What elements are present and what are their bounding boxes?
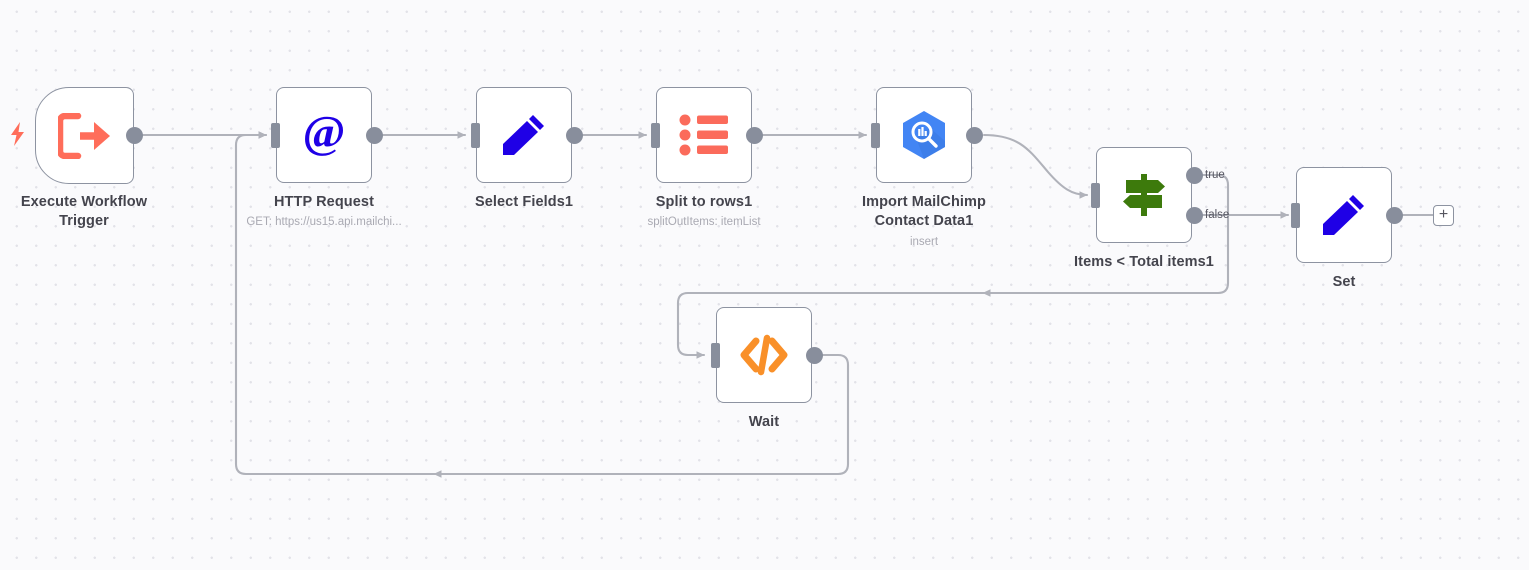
node-split-to-rows1[interactable] (656, 87, 752, 183)
signpost-icon (1097, 148, 1191, 242)
port-out-split-to-rows1[interactable] (746, 127, 763, 144)
door-exit-arrow-icon (36, 88, 133, 183)
pencil-icon (477, 88, 571, 182)
port-in-select-fields1[interactable] (471, 123, 480, 148)
lightning-bolt-icon (10, 122, 26, 150)
port-in-import-mailchimp-contact-data1[interactable] (871, 123, 880, 148)
node-import-mailchimp-contact-data1[interactable] (876, 87, 972, 183)
node-execute-workflow-trigger[interactable] (35, 87, 134, 184)
node-items-less-than-total-items1[interactable] (1096, 147, 1192, 243)
node-label-http-request: HTTP Request (273, 194, 375, 210)
node-label-set: Set (1332, 274, 1356, 290)
node-label-import-mailchimp-contact-data1: Import MailChimp Contact Data1 (861, 194, 987, 229)
port-out-execute-workflow-trigger[interactable] (126, 127, 143, 144)
node-set[interactable] (1296, 167, 1392, 263)
node-http-request[interactable]: @ (276, 87, 372, 183)
lightning-bolt-glyph (11, 122, 24, 146)
code-brackets-icon (717, 308, 811, 402)
node-wait[interactable] (716, 307, 812, 403)
port-out-wait[interactable] (806, 347, 823, 364)
node-label-select-fields1: Select Fields1 (474, 194, 574, 210)
port-out-set[interactable] (1386, 207, 1403, 224)
port-out-import-mailchimp-contact-data1[interactable] (966, 127, 983, 144)
port-in-items-less-than-total-items1[interactable] (1091, 183, 1100, 208)
port-tag-false: false (1205, 209, 1230, 221)
node-subtitle-split-to-rows1: splitOutItems: itemList (647, 216, 761, 228)
port-in-http-request[interactable] (271, 123, 280, 148)
add-node-button[interactable]: + (1433, 205, 1454, 226)
svg-text:@: @ (303, 109, 346, 157)
port-in-set[interactable] (1291, 203, 1300, 228)
port-out-true-items-less-than-total-items1[interactable] (1186, 167, 1203, 184)
node-subtitle-http-request: GET: https://us15.api.mailchi... (246, 216, 402, 228)
bullet-list-icon (657, 88, 751, 182)
port-out-http-request[interactable] (366, 127, 383, 144)
port-tag-true: true (1205, 169, 1225, 181)
node-label-split-to-rows1: Split to rows1 (655, 194, 753, 210)
node-label-items-less-than-total-items1: Items < Total items1 (1074, 254, 1214, 270)
pencil-icon (1297, 168, 1391, 262)
node-subtitle-import-mailchimp-contact-data1: insert (909, 236, 939, 248)
node-label-execute-workflow-trigger: Execute Workflow Trigger (20, 194, 148, 229)
port-in-split-to-rows1[interactable] (651, 123, 660, 148)
node-select-fields1[interactable] (476, 87, 572, 183)
at-sign-icon: @ (277, 88, 371, 182)
port-in-wait[interactable] (711, 343, 720, 368)
google-bigquery-hexagon-icon (877, 88, 971, 182)
port-out-select-fields1[interactable] (566, 127, 583, 144)
node-label-wait: Wait (748, 414, 780, 430)
port-out-false-items-less-than-total-items1[interactable] (1186, 207, 1203, 224)
